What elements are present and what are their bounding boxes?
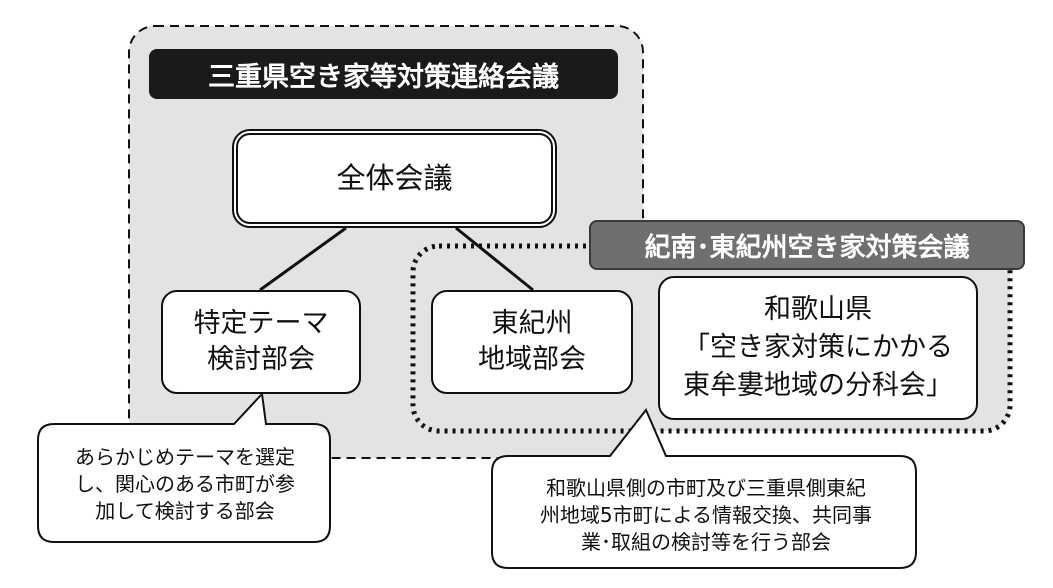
mie-council-title: 三重県空き家等対策連絡会議 bbox=[149, 49, 618, 99]
callout-exchange-bubble bbox=[491, 408, 917, 569]
higashikishu-subcommittee-label: 東紀州 地域部会 bbox=[478, 307, 586, 375]
wakayama-subcommittee-label: 和歌山県 「空き家対策にかかる 東牟婁地域の分科会」 bbox=[683, 294, 953, 401]
connector-plenary-theme bbox=[259, 226, 347, 292]
higashikishu-subcommittee-node: 東紀州 地域部会 bbox=[431, 290, 633, 394]
connector-plenary-higashikishu bbox=[455, 226, 534, 292]
callout-theme-bubble bbox=[37, 391, 331, 543]
theme-subcommittee-label: 特定テーマ 検討部会 bbox=[193, 307, 329, 375]
plenary-node: 全体会議 bbox=[232, 129, 557, 228]
callout-exchange-text: 和歌山県側の市町及び三重県側東紀 州地域5市町による情報交換、共同事 業･取組の… bbox=[539, 475, 873, 554]
theme-subcommittee-node: 特定テーマ 検討部会 bbox=[161, 290, 361, 394]
callout-theme-text: あらかじめテーマを選定 し、関心のある市町が参 加して検討する部会 bbox=[75, 444, 295, 523]
wakayama-subcommittee-node: 和歌山県 「空き家対策にかかる 東牟婁地域の分科会」 bbox=[658, 276, 978, 420]
plenary-label: 全体会議 bbox=[336, 160, 453, 195]
kinan-council-title: 紀南･東紀州空き家対策会議 bbox=[589, 220, 1025, 270]
